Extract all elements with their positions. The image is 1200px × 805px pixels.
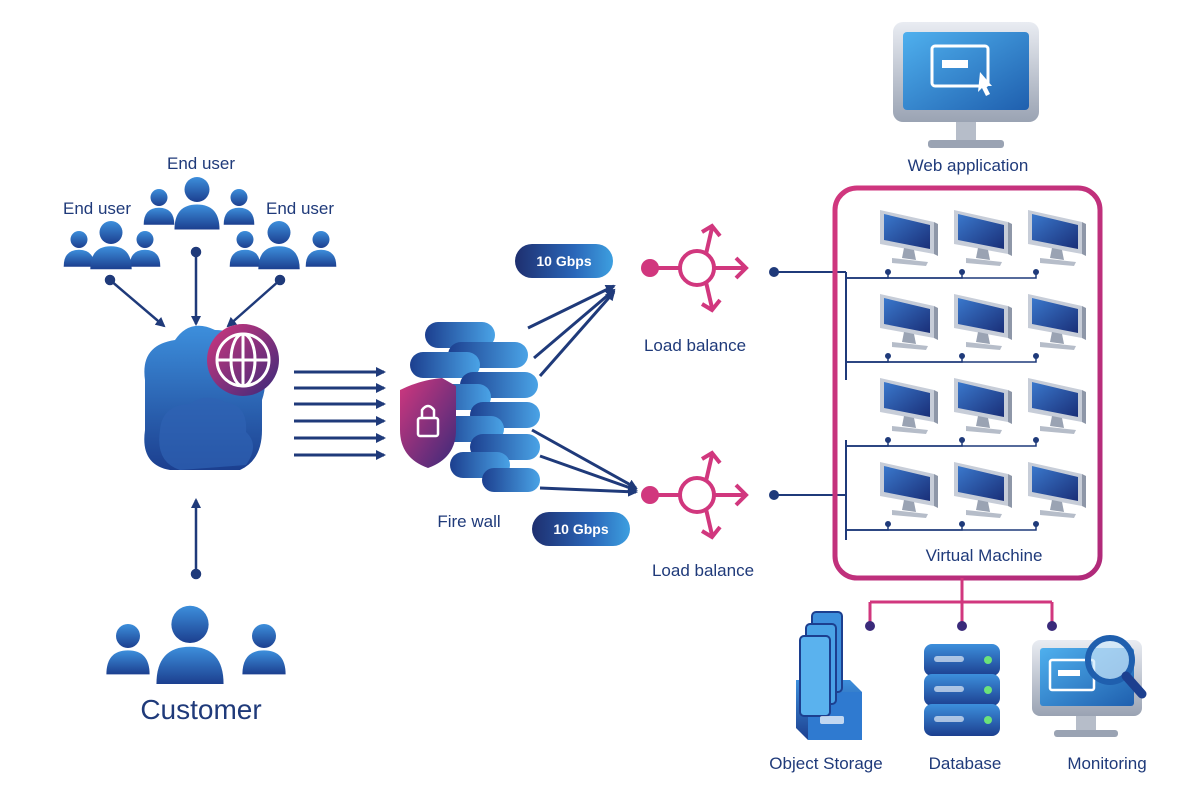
load-balance-label-top: Load balance (643, 336, 747, 355)
end-user-group-right (229, 221, 337, 270)
customer-connector (190, 498, 202, 580)
web-application-monitor-icon (893, 22, 1039, 148)
storage-icon (796, 611, 862, 740)
firewall-to-lb-bottom (531, 428, 638, 497)
firewall-icon (400, 322, 540, 492)
database-label: Database (928, 754, 1002, 773)
firewall-label: Fire wall (437, 512, 501, 531)
web-application-label: Web application (907, 156, 1029, 175)
globe-icon (207, 324, 279, 396)
object-storage-label: Object Storage (769, 754, 883, 773)
vm-connector-line (846, 272, 963, 279)
end-user-label-left: End user (62, 199, 132, 218)
vm-monitor-icon (880, 378, 938, 434)
vm-monitor-icon (1028, 378, 1086, 434)
monitoring-label: Monitoring (1067, 754, 1147, 773)
end-user-label-right: End user (265, 199, 335, 218)
firewall-to-lb-top (527, 284, 616, 377)
virtual-machine-label: Virtual Machine (925, 546, 1043, 565)
speed-badge-bottom: 10 Gbps (532, 512, 630, 546)
vm-connector-line (846, 524, 963, 531)
vm-monitor-icon (1028, 462, 1086, 518)
vm-connector-line (846, 440, 1037, 447)
end-user-group-top (143, 177, 255, 230)
vm-connector-line (846, 440, 963, 447)
vm-monitor-icon (954, 378, 1012, 434)
cloud-to-firewall-arrows (294, 367, 386, 460)
vm-monitor-icon (1028, 210, 1086, 266)
virtual-machine-frame (832, 185, 1103, 581)
vm-monitor-icon (954, 294, 1012, 350)
load-balancer-icon-bottom (641, 450, 749, 540)
vm-connector-line (846, 356, 889, 363)
vm-to-services-connectors (865, 578, 1057, 631)
vm-connector-line (846, 524, 1037, 531)
magnifier-icon (1085, 635, 1147, 699)
user-connectors (104, 246, 286, 328)
vm-monitor-icon (954, 210, 1012, 266)
vm-monitor-icon (1028, 294, 1086, 350)
vm-connector-line (846, 440, 889, 447)
lock-icon (416, 404, 440, 438)
customer-group-icon (106, 605, 286, 684)
vm-connector-line (846, 272, 889, 279)
customer-label: Customer (140, 694, 262, 725)
speed-badge-top: 10 Gbps (515, 244, 613, 278)
end-user-label-top: End user (166, 154, 236, 173)
load-balancer-icon-top (641, 223, 749, 313)
load-balance-label-bottom: Load balance (651, 561, 755, 580)
vm-connector-line (846, 272, 1037, 279)
vm-connector-line (846, 356, 963, 363)
vm-monitor-icon (880, 462, 938, 518)
end-user-group-left (63, 221, 161, 270)
vm-monitor-icon (880, 294, 938, 350)
vm-connector-line (846, 356, 1037, 363)
vm-monitor-icon (954, 462, 1012, 518)
vm-connector-line (846, 524, 889, 531)
virtual-machine-grid (846, 210, 1086, 531)
database-icon (924, 644, 1000, 736)
vm-monitor-icon (880, 210, 938, 266)
